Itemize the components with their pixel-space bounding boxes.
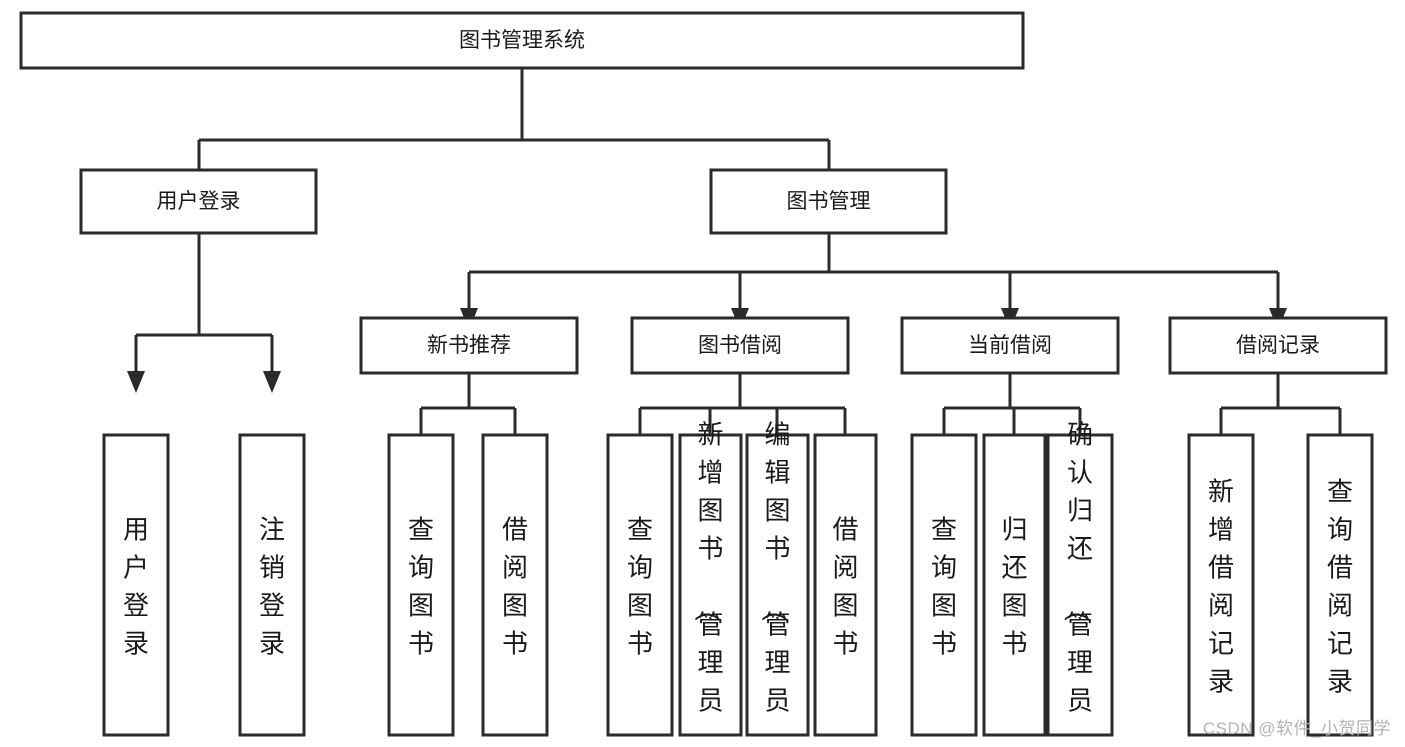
node-box[interactable] <box>745 433 810 737</box>
connector-level1-user-to-leaves <box>127 233 281 393</box>
leaf-node-11[interactable]: 新增借阅记录 <box>1187 433 1255 737</box>
node-label: 用户登录 <box>157 190 241 213</box>
nodes-layer: 图书管理系统用户登录图书管理新书推荐图书借阅当前借阅借阅记录用户登录注销登录查询… <box>19 11 1388 747</box>
node-label: 确认归还（管理员） <box>1061 420 1093 747</box>
node-box[interactable] <box>709 168 948 235</box>
node-label: 新书推荐 <box>427 334 511 357</box>
node-label: 借阅记录 <box>1236 334 1320 357</box>
node-box[interactable] <box>630 316 850 375</box>
arrow-head-icon <box>263 371 281 393</box>
node-label: 编辑图书（管理员） <box>758 420 790 747</box>
node-label: 用户登录 <box>123 515 149 659</box>
node-box[interactable] <box>238 433 306 737</box>
leaf-node-6[interactable]: 编辑图书（管理员） <box>745 420 810 747</box>
leaf-node-7[interactable]: 借阅图书 <box>813 433 878 737</box>
node-box[interactable] <box>387 433 455 737</box>
node-box[interactable] <box>982 433 1047 737</box>
node-label: 注销登录 <box>259 515 285 659</box>
leaf-node-0[interactable]: 用户登录 <box>102 433 170 737</box>
connectors-layer <box>127 68 1349 466</box>
node-box[interactable] <box>606 433 674 737</box>
connector-level1-book-to-level2 <box>460 233 1287 330</box>
leaf-node-10[interactable]: 确认归还（管理员） <box>1046 420 1114 747</box>
level2-node-3[interactable]: 借阅记录 <box>1168 316 1388 375</box>
node-box[interactable] <box>79 168 318 235</box>
node-box[interactable] <box>481 433 549 737</box>
node-box[interactable] <box>1168 316 1388 375</box>
node-box[interactable] <box>900 316 1120 375</box>
level2-node-0[interactable]: 新书推荐 <box>359 316 579 375</box>
node-label: 查询借阅记录 <box>1327 477 1353 697</box>
level1-node-1[interactable]: 图书管理 <box>709 168 948 235</box>
node-box[interactable] <box>1306 433 1374 737</box>
leaf-node-1[interactable]: 注销登录 <box>238 433 306 737</box>
leaf-node-9[interactable]: 归还图书 <box>982 433 1047 737</box>
node-box[interactable] <box>1187 433 1255 737</box>
node-box[interactable] <box>19 11 1025 70</box>
level2-node-2[interactable]: 当前借阅 <box>900 316 1120 375</box>
node-label: 查询图书 <box>408 515 434 659</box>
leaf-node-3[interactable]: 借阅图书 <box>481 433 549 737</box>
node-label: 新增借阅记录 <box>1208 477 1234 697</box>
leaf-node-4[interactable]: 查询图书 <box>606 433 674 737</box>
watermark-text: CSDN @软件_小贺同学 <box>1202 719 1391 738</box>
node-box[interactable] <box>910 433 978 737</box>
node-box[interactable] <box>359 316 579 375</box>
node-label: 借阅图书 <box>502 515 528 659</box>
leaf-node-12[interactable]: 查询借阅记录 <box>1306 433 1374 737</box>
node-label: 图书借阅 <box>698 334 782 357</box>
node-label: 图书管理系统 <box>459 29 585 52</box>
node-label: 图书管理 <box>787 190 871 213</box>
leaf-node-5[interactable]: 新增图书（管理员） <box>678 420 743 747</box>
node-label: 查询图书 <box>627 515 653 659</box>
level1-node-0[interactable]: 用户登录 <box>79 168 318 235</box>
node-box[interactable] <box>102 433 170 737</box>
node-box[interactable] <box>1046 433 1114 737</box>
node-box[interactable] <box>678 433 743 737</box>
leaf-node-2[interactable]: 查询图书 <box>387 433 455 737</box>
leaf-node-8[interactable]: 查询图书 <box>910 433 978 737</box>
node-label: 当前借阅 <box>968 334 1052 357</box>
node-label: 归还图书 <box>1001 515 1027 659</box>
arrow-head-icon <box>127 371 145 393</box>
node-label: 借阅图书 <box>832 515 858 659</box>
node-box[interactable] <box>813 433 878 737</box>
node-label: 查询图书 <box>931 515 957 659</box>
node-label: 新增图书（管理员） <box>691 420 723 747</box>
root-node-图书管理系统[interactable]: 图书管理系统 <box>19 11 1025 70</box>
level2-node-1[interactable]: 图书借阅 <box>630 316 850 375</box>
